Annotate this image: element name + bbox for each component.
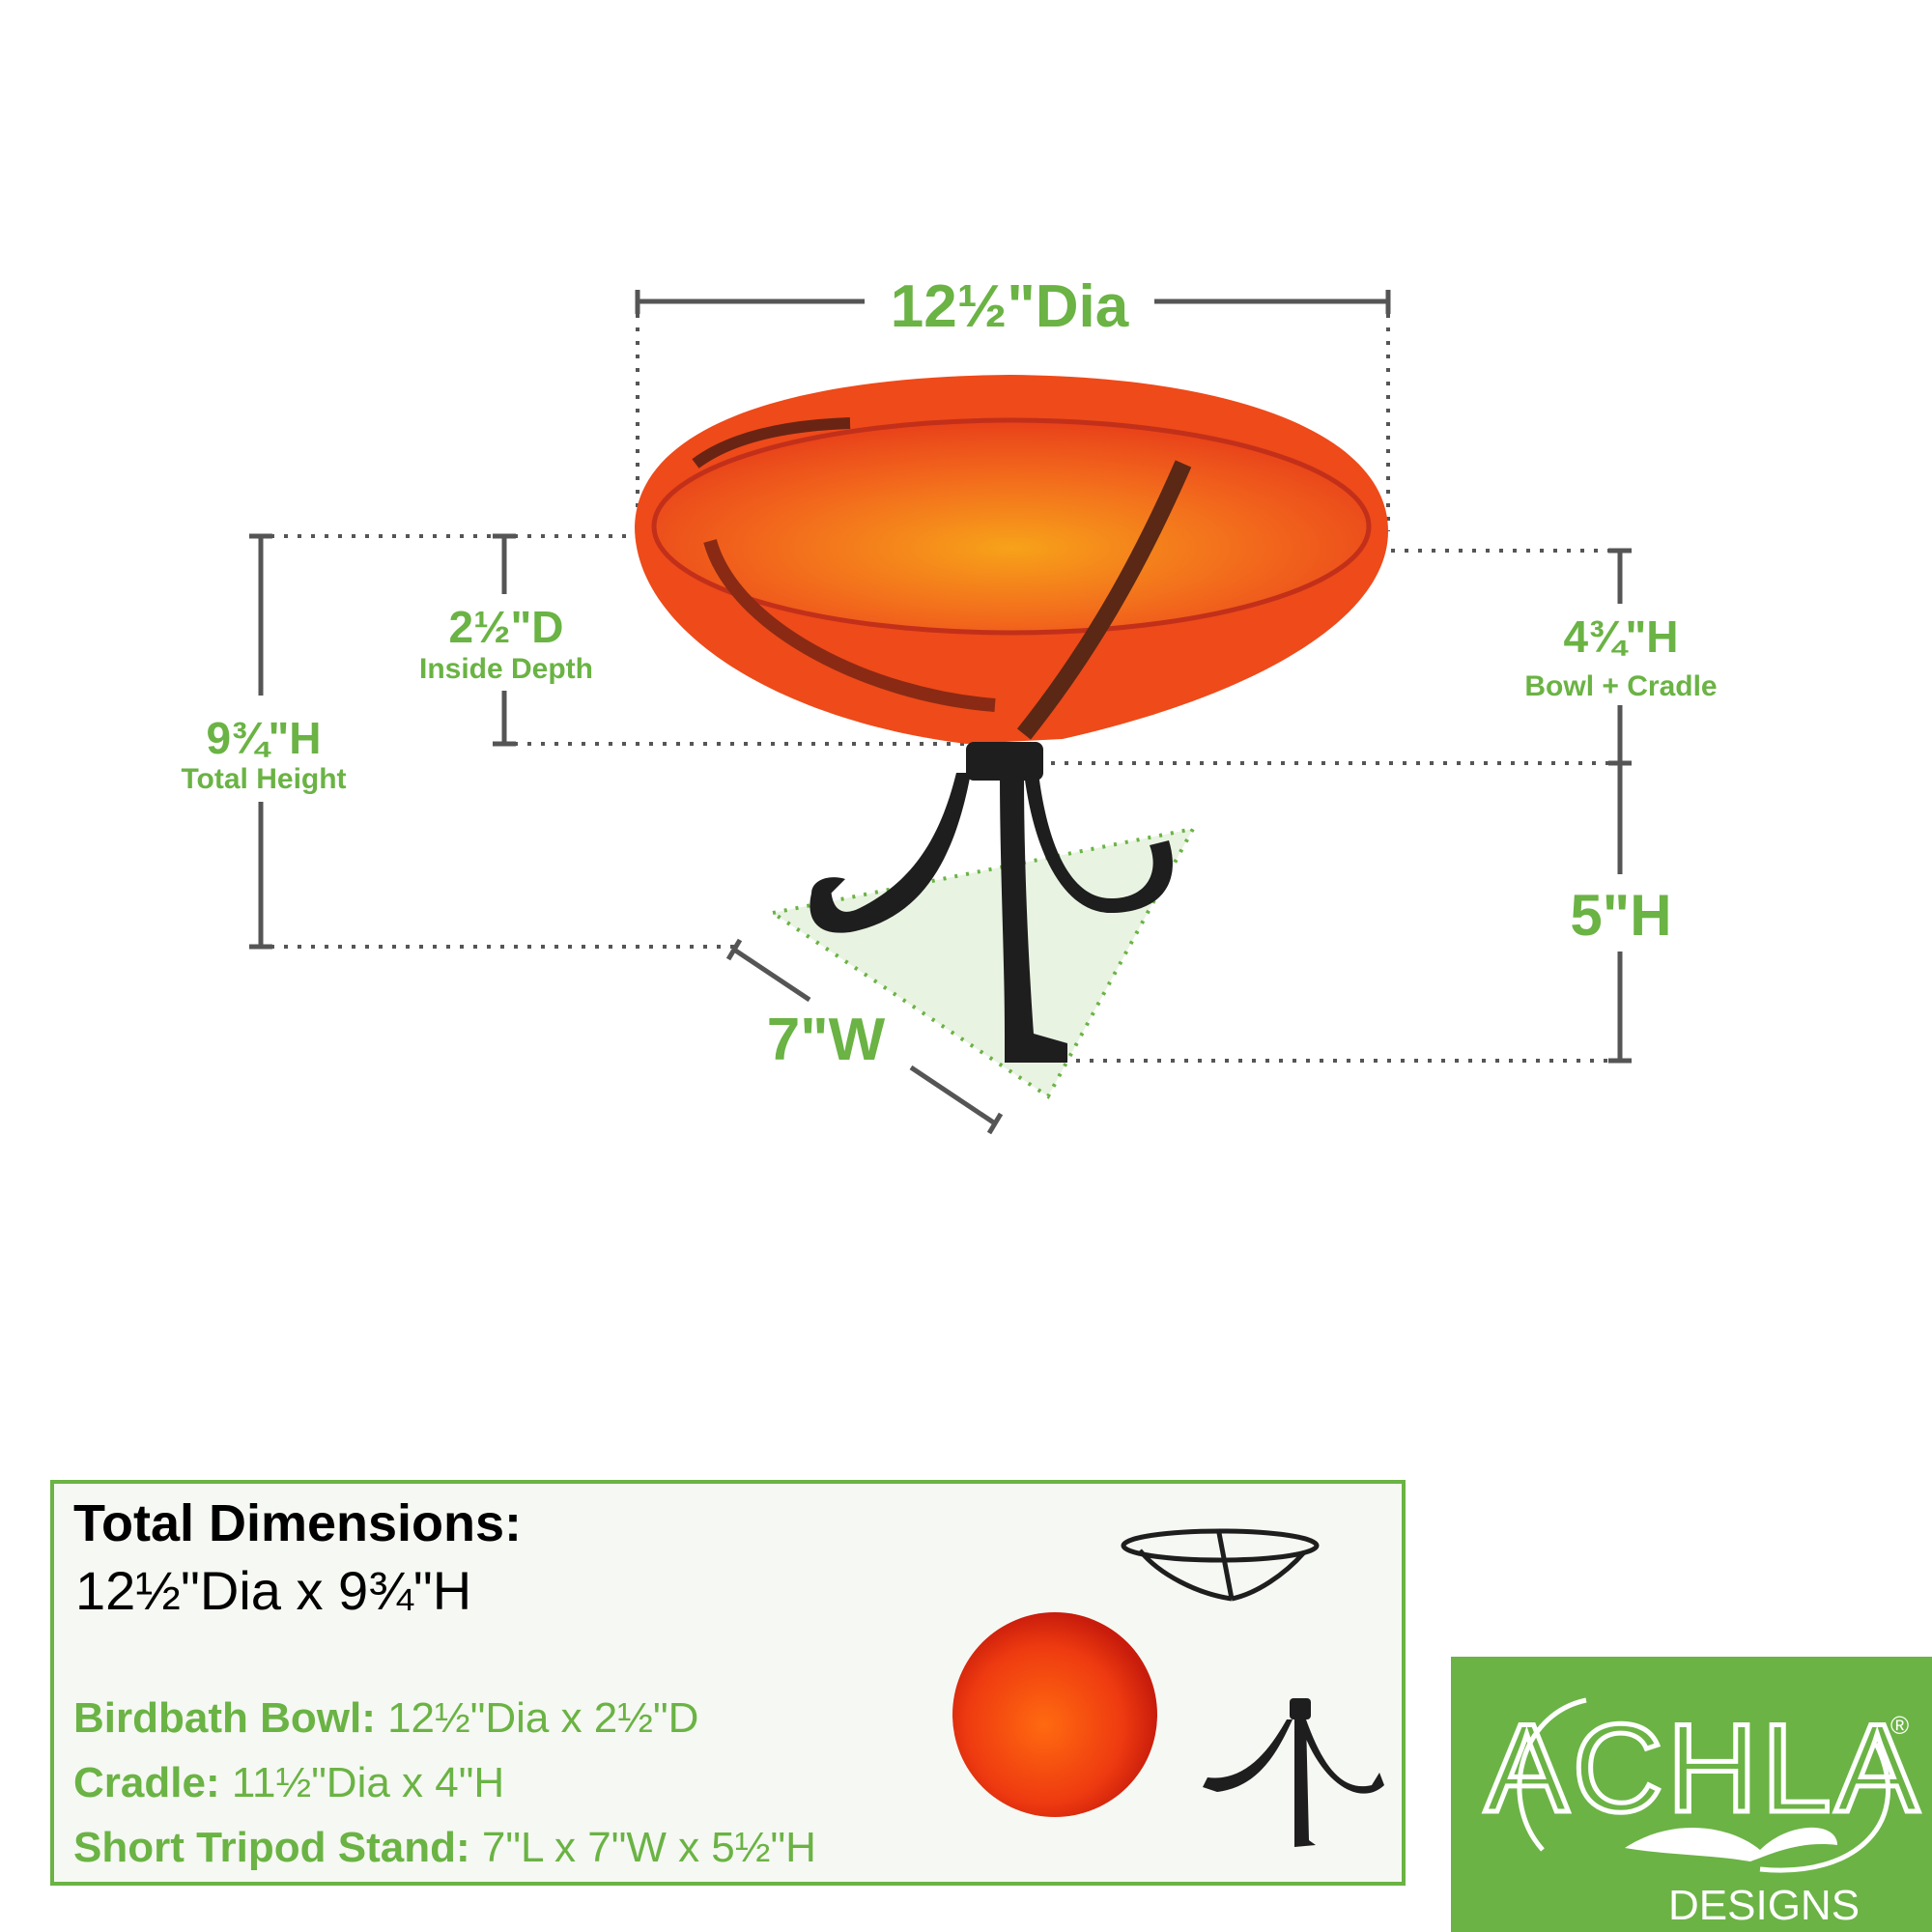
spec-cradle: Cradle: 11½"Dia x 4"H <box>73 1759 504 1807</box>
birdbath-bowl-image <box>635 375 1388 744</box>
spec-label: Short Tripod Stand: <box>73 1824 470 1871</box>
spec-bowl: Birdbath Bowl: 12½"Dia x 2½"D <box>73 1694 698 1743</box>
registered-mark: ® <box>1890 1711 1909 1740</box>
logo-wordmark: ACHLA <box>1485 1697 1922 1838</box>
bowl-cradle-height-label: 4¾"H <box>1564 611 1679 662</box>
wing-icon <box>1625 1827 1837 1861</box>
tripod-stand-image <box>810 742 1173 1063</box>
inside-depth-caption: Inside Depth <box>419 653 593 685</box>
total-height-label: 9¾"H <box>207 713 322 763</box>
dotted-guides <box>270 314 1608 1063</box>
spec-value: 12½"Dia x 2½"D <box>375 1694 699 1742</box>
dimension-lines <box>249 290 1632 1135</box>
inside-depth-label: 2½"D <box>449 602 564 652</box>
spec-value: 11½"Dia x 4"H <box>219 1759 505 1806</box>
diameter-label: 12½"Dia <box>891 273 1129 340</box>
spec-stand: Short Tripod Stand: 7"L x 7"W x 5½"H <box>73 1824 816 1872</box>
achla-designs-logo: ACHLA ® DESIGNS <box>1451 1657 1932 1932</box>
stand-width-label: 7"W <box>767 1007 886 1073</box>
spec-label: Cradle: <box>73 1759 220 1806</box>
dimensions-summary-box: Total Dimensions: 12½"Dia x 9¾"H Birdbat… <box>50 1480 1406 1886</box>
summary-total: 12½"Dia x 9¾"H <box>75 1560 472 1621</box>
total-height-caption: Total Height <box>181 763 346 795</box>
summary-title: Total Dimensions: <box>73 1494 523 1552</box>
stand-height-label: 5"H <box>1570 883 1671 948</box>
logo-graphic: ACHLA ® DESIGNS <box>1483 1695 1922 1930</box>
spec-value: 7"L x 7"W x 5½"H <box>469 1824 816 1871</box>
logo-subtitle: DESIGNS <box>1668 1882 1860 1929</box>
spec-label: Birdbath Bowl: <box>73 1694 376 1742</box>
bowl-cradle-caption: Bowl + Cradle <box>1524 670 1717 702</box>
